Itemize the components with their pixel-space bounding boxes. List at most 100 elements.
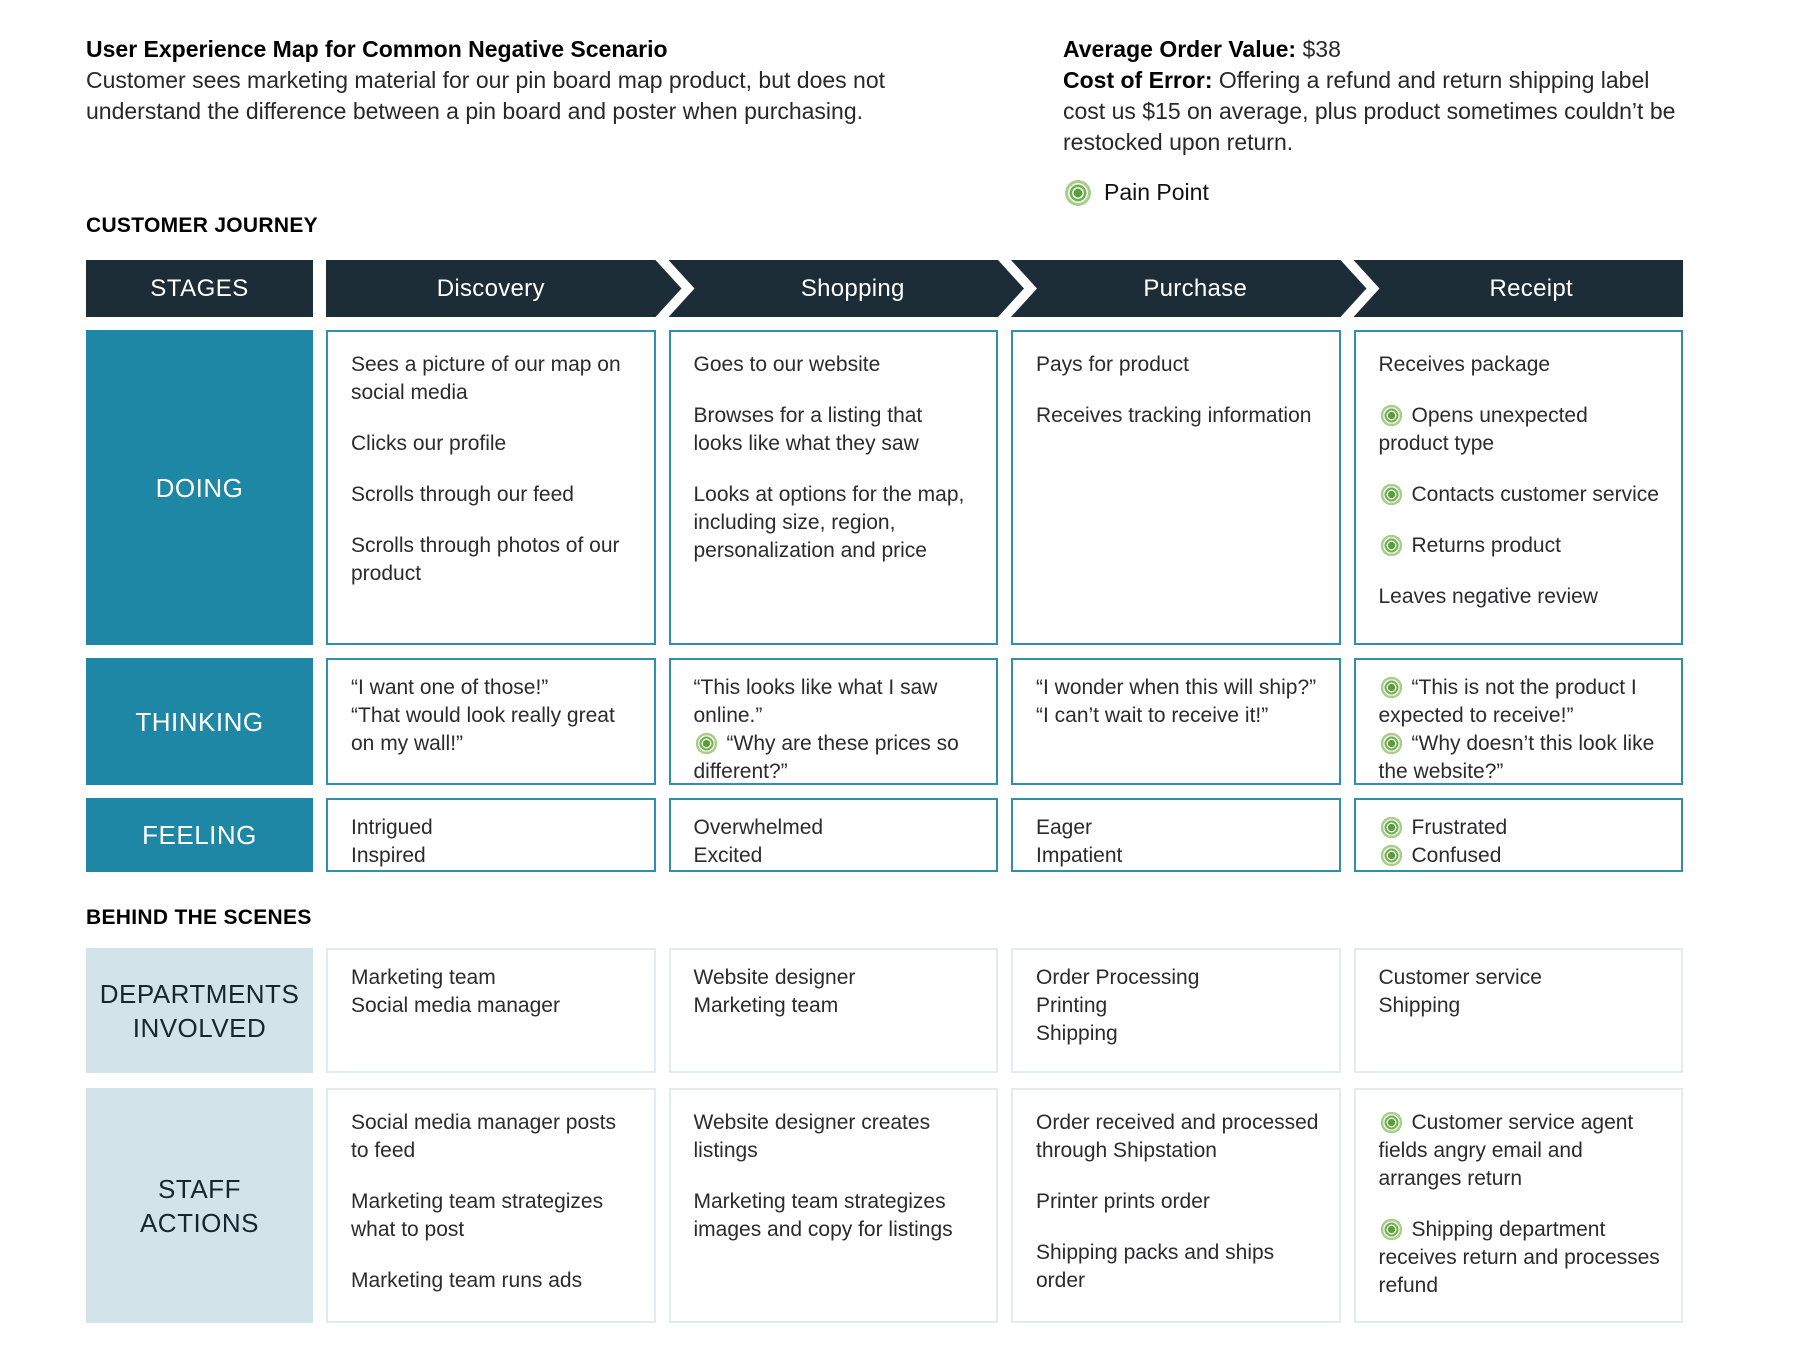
item-text: Social media manager posts to feed bbox=[351, 1111, 616, 1162]
journey-item: Website designer bbox=[694, 964, 977, 992]
item-text: “I wonder when this will ship?” bbox=[1036, 676, 1317, 699]
item-text: Confused bbox=[1411, 844, 1502, 867]
journey-item: Customer service bbox=[1379, 964, 1662, 992]
row-label-feeling: FEELING bbox=[86, 798, 313, 872]
journey-item: Impatient bbox=[1036, 842, 1319, 870]
stage-arrow-receipt: Receipt bbox=[1353, 260, 1683, 317]
journey-item: Overwhelmed bbox=[694, 814, 977, 842]
cost-of-error-text: Offering a refund and return shipping la… bbox=[1063, 67, 1676, 155]
journey-item: Scrolls through our feed bbox=[351, 481, 634, 509]
pain-point-icon bbox=[1378, 403, 1404, 428]
pain-point-item: Opens unexpected product type bbox=[1378, 402, 1662, 458]
item-text: Shipping bbox=[1036, 1022, 1118, 1045]
item-text: Printer prints order bbox=[1036, 1190, 1210, 1213]
item-text: Leaves negative review bbox=[1378, 585, 1598, 608]
journey-item: Marketing team strategizes what to post bbox=[351, 1188, 634, 1244]
pain-point-item: “This is not the product I expected to r… bbox=[1378, 674, 1662, 730]
item-text: “Why are these prices so different?” bbox=[693, 732, 959, 783]
item-text: Shipping bbox=[1378, 994, 1461, 1017]
journey-item: Social media manager posts to feed bbox=[351, 1109, 634, 1165]
item-text: Marketing team bbox=[351, 966, 496, 989]
journey-item: Printing bbox=[1036, 992, 1319, 1020]
item-text: Receives tracking information bbox=[1036, 404, 1312, 427]
journey-item: Clicks our profile bbox=[351, 430, 634, 458]
stage-header-purchase: Purchase bbox=[1011, 260, 1341, 317]
item-text: Scrolls through our feed bbox=[351, 483, 574, 506]
pain-point-item: Frustrated bbox=[1378, 814, 1662, 842]
cell-thinking-receipt: “This is not the product I expected to r… bbox=[1353, 658, 1683, 785]
stage-arrow-purchase: Purchase bbox=[1011, 260, 1367, 317]
item-text: Looks at options for the map, including … bbox=[693, 483, 965, 562]
journey-item: Website designer creates listings bbox=[694, 1109, 977, 1165]
cost-of-error-label: Cost of Error: bbox=[1063, 67, 1213, 93]
item-text: “This is not the product I expected to r… bbox=[1378, 676, 1637, 727]
customer-journey-section-title: CUSTOMER JOURNEY bbox=[86, 214, 318, 237]
item-text: Goes to our website bbox=[693, 353, 881, 376]
pain-point-icon bbox=[693, 731, 719, 756]
journey-item: Order received and processed through Shi… bbox=[1036, 1109, 1319, 1165]
cell-thinking-shopping: “This looks like what I saw online.”“Why… bbox=[668, 658, 998, 786]
item-text: Clicks our profile bbox=[351, 432, 507, 455]
metrics-block: Average Order Value: $38 Cost of Error: … bbox=[1063, 34, 1681, 208]
stage-header-shopping: Shopping bbox=[669, 260, 999, 317]
item-text: Website designer creates listings bbox=[693, 1111, 931, 1162]
journey-item: Sees a picture of our map on social medi… bbox=[351, 351, 634, 407]
item-text: Sees a picture of our map on social medi… bbox=[351, 353, 621, 404]
item-text: Excited bbox=[693, 844, 763, 867]
item-text: “I want one of those!” bbox=[351, 676, 549, 699]
journey-item: Excited bbox=[694, 842, 977, 870]
stage-arrow-discovery: Discovery bbox=[326, 260, 682, 317]
pain-point-icon bbox=[1378, 675, 1404, 700]
journey-item: Marketing team bbox=[694, 992, 977, 1020]
journey-item: Printer prints order bbox=[1036, 1188, 1319, 1216]
row-label-doing: DOING bbox=[86, 330, 313, 645]
row-label-staff: STAFF ACTIONS bbox=[86, 1088, 313, 1323]
item-text: Impatient bbox=[1036, 844, 1123, 867]
item-text: Scrolls through photos of our product bbox=[351, 534, 620, 585]
journey-item: “That would look really great on my wall… bbox=[351, 702, 634, 758]
pain-point-icon bbox=[1378, 1217, 1404, 1242]
journey-item: Receives package bbox=[1379, 351, 1662, 379]
journey-item: “I wonder when this will ship?” bbox=[1036, 674, 1319, 702]
pain-point-item: “Why are these prices so different?” bbox=[693, 730, 977, 786]
item-text: “Why doesn’t this look like the website?… bbox=[1378, 732, 1655, 783]
average-order-value-amount: $38 bbox=[1302, 36, 1341, 62]
item-text: Opens unexpected product type bbox=[1378, 404, 1588, 455]
pain-point-item: Confused bbox=[1378, 842, 1662, 870]
item-text: Browses for a listing that looks like wh… bbox=[693, 404, 923, 455]
average-order-value-label: Average Order Value: bbox=[1063, 36, 1297, 62]
pain-point-item: Customer service agent fields angry emai… bbox=[1378, 1109, 1662, 1193]
item-text: Customer service bbox=[1378, 966, 1542, 989]
item-text: Marketing team strategizes images and co… bbox=[693, 1190, 953, 1241]
journey-item: Shipping packs and ships order bbox=[1036, 1239, 1319, 1295]
page-description: Customer sees marketing material for our… bbox=[86, 67, 886, 124]
item-text: Order Processing bbox=[1036, 966, 1200, 989]
item-text: Inspired bbox=[351, 844, 426, 867]
pain-point-item: Returns product bbox=[1378, 532, 1662, 560]
journey-item: Pays for product bbox=[1036, 351, 1319, 379]
item-text: Receives package bbox=[1378, 353, 1551, 376]
item-text: Overwhelmed bbox=[693, 816, 824, 839]
journey-item: “I want one of those!” bbox=[351, 674, 634, 702]
journey-item: Marketing team runs ads bbox=[351, 1267, 634, 1295]
journey-item: Looks at options for the map, including … bbox=[694, 481, 977, 565]
journey-item: Order Processing bbox=[1036, 964, 1319, 992]
cell-doing-discovery: Sees a picture of our map on social medi… bbox=[326, 330, 656, 645]
item-text: Shipping department receives return and … bbox=[1378, 1218, 1660, 1297]
item-text: Printing bbox=[1036, 994, 1108, 1017]
stage-header-stages: STAGES bbox=[86, 260, 313, 317]
journey-item: Receives tracking information bbox=[1036, 402, 1319, 430]
journey-item: “I can’t wait to receive it!” bbox=[1036, 702, 1319, 730]
item-text: Customer service agent fields angry emai… bbox=[1378, 1111, 1634, 1190]
item-text: Pays for product bbox=[1036, 353, 1189, 376]
